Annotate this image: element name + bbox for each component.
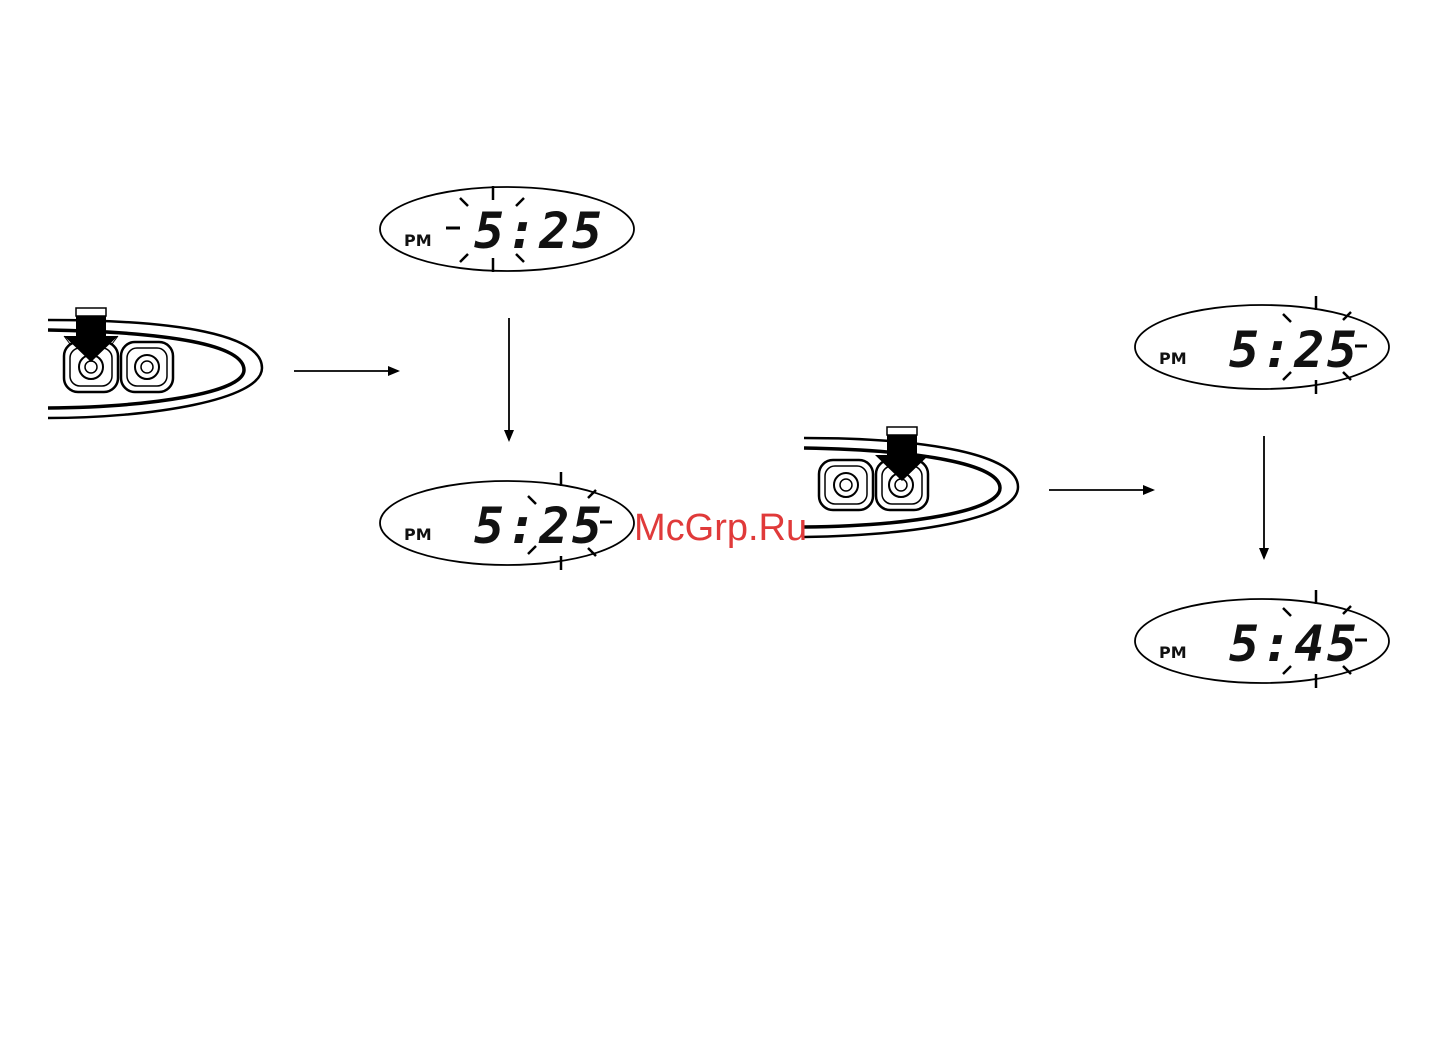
watermark-text: McGrp.Ru [634, 507, 807, 549]
lcd-display-2: PM 5:25 [380, 472, 634, 570]
lcd-display-1: PM 5:25 [380, 186, 634, 272]
button-right[interactable] [121, 342, 173, 392]
ampm-label: PM [404, 525, 432, 544]
lcd-display-3: PM 5:25 [1135, 296, 1389, 394]
lcd-display-4: PM 5:45 [1135, 590, 1389, 688]
remote-right-press [804, 427, 1018, 537]
ampm-label: PM [404, 231, 432, 250]
ampm-label: PM [1159, 349, 1187, 368]
remote-left-press [48, 308, 262, 418]
ampm-label: PM [1159, 643, 1187, 662]
button-left[interactable] [819, 460, 873, 510]
